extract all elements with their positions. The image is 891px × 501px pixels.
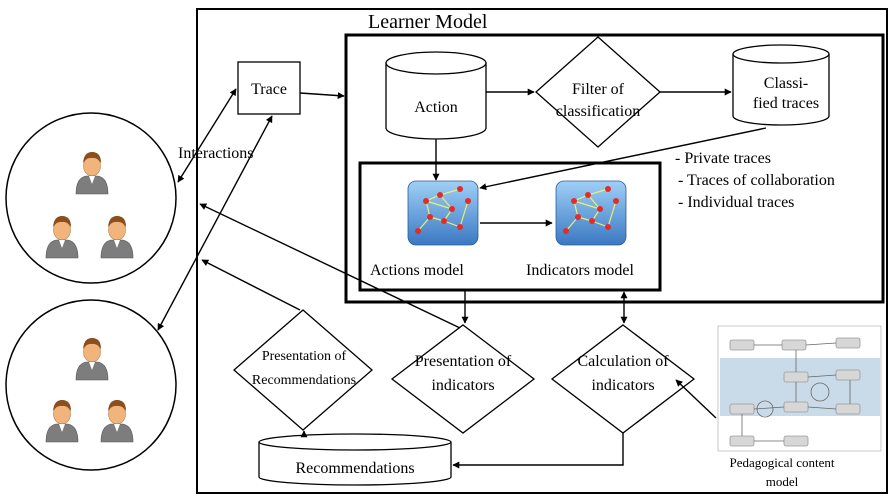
trace-processing-frame [344, 33, 885, 304]
interactions-label: Interactions [178, 145, 254, 162]
trace-box [237, 61, 301, 115]
actions-model-icon [407, 180, 479, 246]
action-cylinder [385, 51, 487, 140]
recommendations-label: Recommendations [295, 460, 414, 477]
presentation-indicators-line2: indicators [431, 377, 494, 394]
actions-model-label: Actions model [370, 262, 464, 279]
calculation-indicators-line1: Calculation of [577, 353, 669, 370]
classified-traces-cylinder [732, 44, 830, 126]
presentation-indicators-line1: Presentation of [415, 353, 512, 370]
user-group-circle-top [5, 112, 177, 284]
indicators-model-label: Indicators model [526, 262, 635, 279]
trace-type-private: - Private traces [675, 150, 771, 167]
trace-label: Trace [251, 81, 287, 98]
calculation-indicators-line2: indicators [591, 377, 654, 394]
pedagogical-content-label-line2: model [766, 474, 799, 489]
presentation-indicators-diamond [390, 324, 536, 434]
pedagogical-content-label-line1: Pedagogical content [729, 455, 834, 470]
filter-label-line2: classification [556, 103, 640, 120]
presentation-recommendations-line2: Recommendations [252, 373, 356, 388]
indicators-model-icon [555, 180, 627, 246]
trace-type-collaboration: - Traces of collaboration [678, 172, 835, 189]
user-group-circle-bottom [5, 299, 177, 471]
models-frame [358, 161, 662, 292]
presentation-recommendations-line1: Presentation of [262, 349, 347, 364]
recommendations-cylinder [258, 433, 452, 486]
pedagogical-content-model-image [717, 325, 882, 452]
presentation-recommendations-diamond [233, 309, 373, 431]
action-label: Action [414, 99, 458, 116]
filter-label-line1: Filter of [572, 81, 625, 98]
trace-type-individual: - Individual traces [678, 194, 794, 211]
learner-model-title: Learner Model [368, 11, 488, 33]
classified-label-line2: fied traces [753, 95, 819, 112]
classified-label-line1: Classi- [764, 75, 808, 92]
connectors [157, 88, 767, 469]
filter-diamond [535, 36, 661, 148]
